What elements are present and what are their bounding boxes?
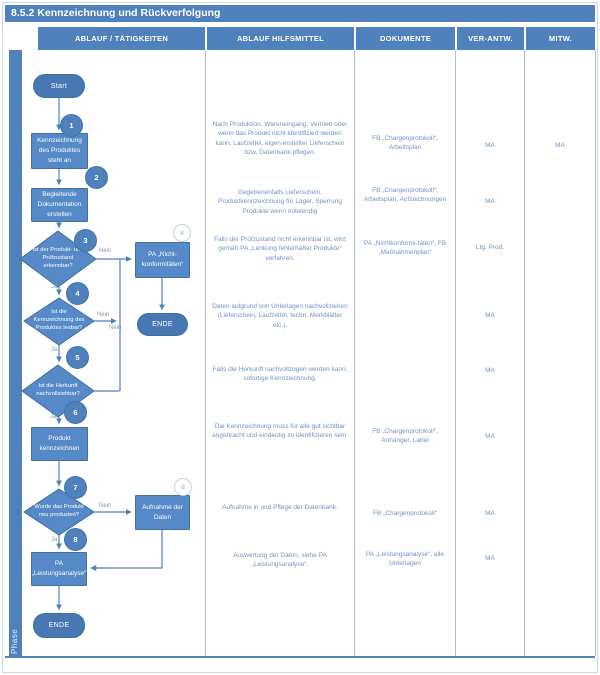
step-badge-2: 2 (85, 166, 108, 189)
column-divider (524, 50, 525, 656)
process-box-aufnahme-der-daten: Aufnahme der Daten (135, 495, 190, 530)
cell-dokumente-row7: FB „Chargenprotokoll“ (373, 510, 437, 517)
page-title: 8.5.2 Kennzeichnung und Rückverfolgung (5, 5, 595, 22)
cell-hilfsmittel-row8: Auswertung der Daten, siehe PA „Leistung… (233, 552, 327, 569)
start-node: Start (33, 74, 85, 98)
branch-label-ja: Ja (51, 284, 58, 290)
cell-hilfsmittel-row3: Falls der Prüfzustand nicht erkennbar is… (214, 236, 346, 262)
cell-mitw-row1: MA (555, 142, 565, 149)
cell-hilfsmittel-row4: Daten aufgrund von Unterlagen nachvollzi… (212, 303, 348, 329)
process-box-produkt-kennzeichnen: Produkt kennzeichnen (31, 427, 88, 461)
column-divider (205, 50, 206, 656)
process-box-kennzeichnung-steht-an: Kennzeichnung des Produktes steht an (31, 133, 88, 169)
branch-label-nein: Nein (109, 325, 122, 331)
cell-verantw-row1: MA (485, 142, 495, 149)
column-header-verantw: VER-ANTW. (457, 27, 524, 50)
decision-7-shape (23, 488, 95, 536)
decision-4-shape (23, 297, 95, 346)
cell-verantw-row8: MA (485, 555, 495, 562)
cell-verantw-row3: Ltg. Prod. (475, 244, 505, 251)
cell-verantw-row7: MA (485, 510, 495, 517)
cell-verantw-row5: MA (485, 367, 495, 374)
end-node-branch: ENDE (137, 313, 188, 336)
process-box-pa-leistungsanalyse: PA „Leistungsanalyse“ (31, 552, 87, 586)
branch-label-nein: Nein (99, 503, 112, 509)
branch-label-nein: Nein (99, 248, 112, 254)
cell-dokumente-row2: FB „Chargenprotokoll“, Arbeitsplan, Aufz… (363, 187, 447, 204)
step-badge-8: 8 (64, 528, 87, 551)
decision-3-label: Ist der Produkt- und Prüfzustand erkennb… (32, 247, 84, 269)
cell-dokumente-row3: PA „Nichtkonformi-täten“, FB „Maßnahmenp… (363, 240, 447, 257)
decision-4-label: Ist die Kennzeichnung des Produktes lesb… (33, 309, 85, 331)
step-badge-4: 4 (66, 282, 89, 305)
side-badge-8: 8 (174, 478, 192, 496)
decision-5-label: Ist die Herkunft nachvollziehbar? (36, 383, 80, 397)
process-box-begleitende-dokumentation: Begleitende Dokumentation erstellen (31, 188, 88, 222)
step-badge-7: 7 (64, 476, 87, 499)
end-node-main: ENDE (33, 613, 85, 638)
cell-verantw-row4: MA (485, 312, 495, 319)
cell-hilfsmittel-row5: Falls die Herkunft nachvollzogen werden … (212, 366, 348, 383)
cell-dokumente-row8: PA „Leistungsanalyse“, alle Unterlagen (366, 551, 444, 568)
process-box-pa-nichtkonformitaeten: PA „Nicht-konformitäten“ (135, 242, 190, 278)
cell-dokumente-row6: FB „Chargenprotokoll“, Anhänger, Label (372, 428, 438, 445)
decision-7-label: Wurde das Produkt neu produziert? (34, 504, 84, 518)
table-bottom-border (5, 656, 595, 658)
cell-verantw-row6: MA (485, 433, 495, 440)
branch-label-ja: Ja (51, 347, 58, 353)
branch-label-ja: Ja (50, 414, 57, 420)
column-divider (455, 50, 456, 656)
column-header-ablauf-taetigkeiten: ABLAUF / TÄTIGKEITEN (38, 27, 205, 50)
table-right-border (595, 50, 596, 656)
cell-hilfsmittel-row7: Aufnahme in und Pflege der Datenbank. (222, 504, 338, 511)
cell-hilfsmittel-row1: Nach Produktion, Wareneingang, Vertrieb … (212, 121, 348, 157)
step-badge-6: 6 (64, 401, 87, 424)
column-divider (354, 50, 355, 656)
cell-hilfsmittel-row6: Die Kennzeichnung muss für alle gut sich… (212, 423, 348, 440)
phase-sidebar (9, 50, 22, 656)
step-badge-3: 3 (74, 229, 97, 252)
connector-aufnahme-pa-leistung (90, 530, 163, 571)
step-badge-5: 5 (66, 346, 89, 369)
branch-label-nein: Nein (97, 312, 110, 318)
cell-verantw-row2: MA (485, 198, 495, 205)
branch-label-ja: Ja (51, 537, 58, 543)
cell-hilfsmittel-row2: Gegebenenfalls Lieferschein, Produktkenn… (218, 189, 342, 215)
cell-dokumente-row1: FB „Chargenprotokoll“, Arbeitsplan (372, 135, 438, 152)
step-badge-1: 1 (60, 114, 83, 137)
column-header-mitw: MITW. (526, 27, 595, 50)
column-header-dokumente: DOKUMENTE (356, 27, 455, 50)
column-header-ablauf-hilfsmittel: ABLAUF HILFSMITTEL (207, 27, 354, 50)
side-badge-4: 4 (173, 224, 191, 242)
